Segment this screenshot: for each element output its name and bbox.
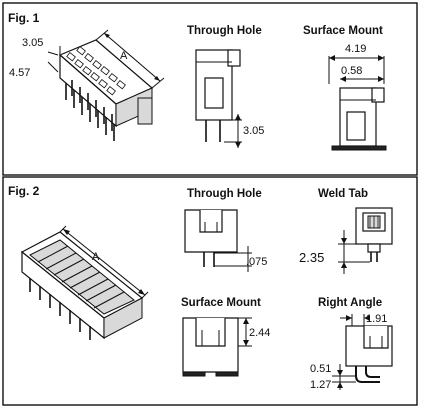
fig1-panel	[2, 2, 418, 176]
fig2-iso-connector	[20, 225, 149, 340]
fig2-th-pin-dim: .075	[246, 256, 267, 268]
fig2-ra-dim-a: 0.51	[310, 363, 331, 375]
fig1-through-hole-title: Through Hole	[187, 25, 262, 37]
fig2-wt-height-dim: 2.35	[299, 250, 324, 265]
fig1-surface-mount-title: Surface Mount	[303, 25, 383, 37]
fig1-iso-connector	[47, 29, 165, 141]
fig2-ra-width-dim: 1.91	[366, 313, 387, 325]
fig2-weld-tab-drawing	[338, 207, 393, 274]
fig2-right-angle-title: Right Angle	[318, 297, 382, 309]
fig2-right-angle-drawing	[332, 314, 393, 390]
fig1-surface-mount-drawing	[328, 55, 387, 151]
fig1-through-hole-drawing	[195, 49, 242, 148]
fig2-weld-tab-title: Weld Tab	[318, 188, 368, 200]
fig2-through-hole-title: Through Hole	[187, 188, 262, 200]
fig2-surface-mount-title: Surface Mount	[181, 297, 261, 309]
fig1-dim-a: A	[120, 50, 128, 62]
fig2-title: Fig. 2	[8, 184, 40, 198]
fig1-sm-offset-dim: 0.58	[341, 65, 362, 77]
fig1-dim-height: 4.57	[9, 67, 30, 79]
fig1-title: Fig. 1	[8, 11, 40, 25]
fig1-th-pin-dim: 3.05	[243, 125, 264, 137]
fig2-sm-height-dim: 2.44	[249, 327, 270, 339]
fig2-through-hole-drawing	[184, 209, 252, 272]
fig1-dim-top: 3.05	[22, 37, 43, 49]
fig2-surface-mount-drawing	[182, 317, 252, 377]
fig2-dim-a: A	[92, 251, 100, 263]
fig2-ra-dim-b: 1.27	[310, 379, 331, 391]
fig1-sm-width-dim: 4.19	[345, 43, 366, 55]
fig2-panel	[2, 176, 418, 406]
